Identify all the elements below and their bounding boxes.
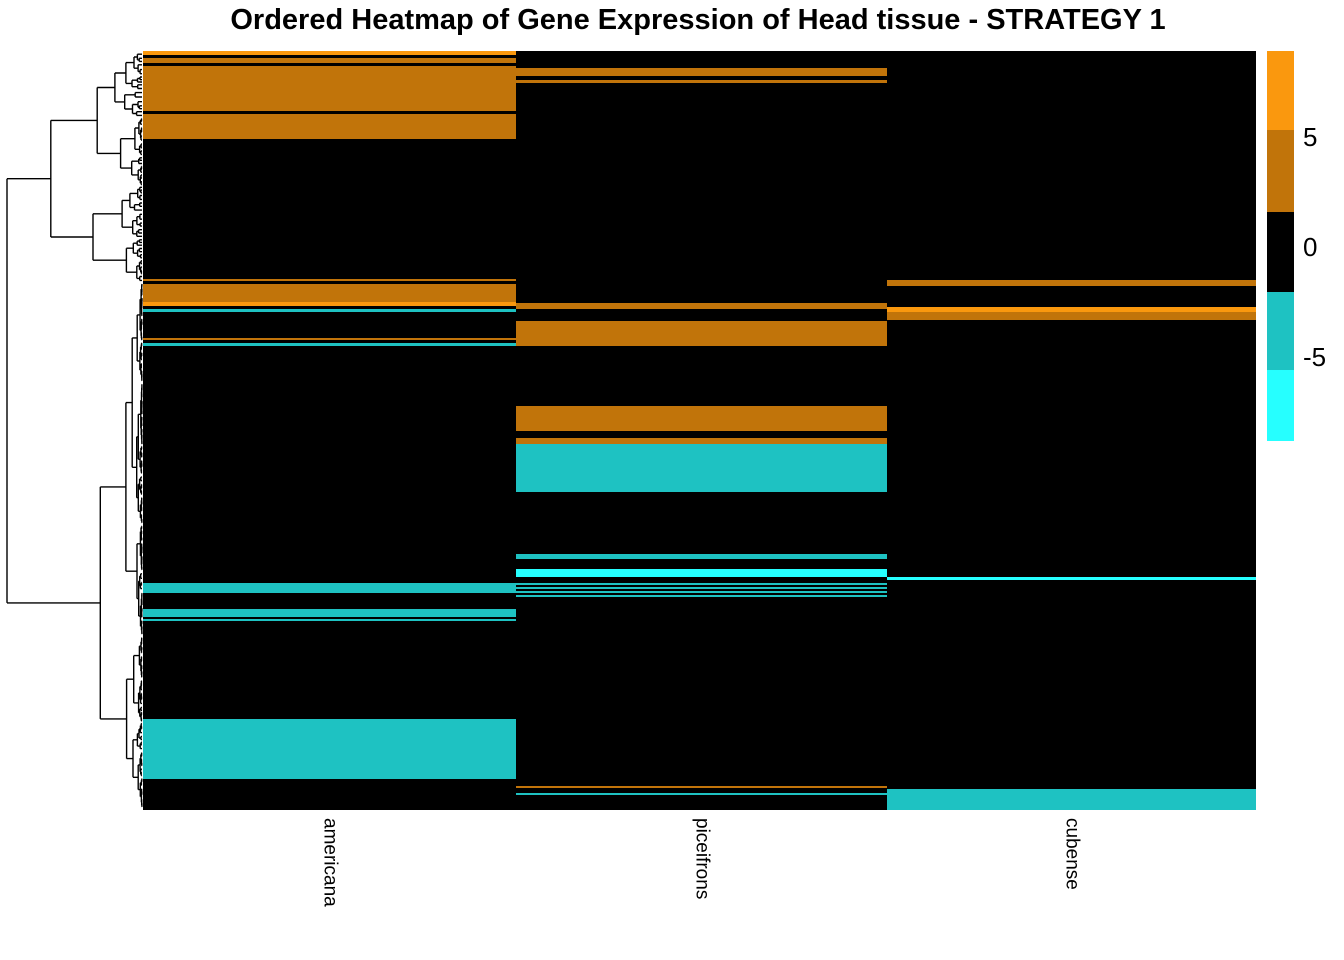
heatmap-band — [143, 284, 516, 302]
dendrogram-lines — [6, 53, 143, 808]
chart-title: Ordered Heatmap of Gene Expression of He… — [230, 4, 1166, 36]
heatmap-band — [887, 312, 1256, 320]
heatmap-band — [516, 569, 887, 577]
heatmap-band — [143, 343, 516, 346]
heatmap-band — [516, 321, 887, 346]
heatmap-band — [516, 786, 887, 788]
heatmap-band — [143, 338, 516, 340]
heatmap-band — [887, 280, 1256, 286]
heatmap-band — [143, 302, 516, 306]
heatmap — [143, 51, 1256, 810]
heatmap-band — [516, 591, 887, 593]
colorbar-block-positive — [1267, 130, 1294, 212]
heatmap-band — [143, 583, 516, 593]
x-axis-label-piceifrons: piceifrons — [691, 818, 713, 900]
heatmap-band — [516, 68, 887, 76]
colorbar-block-positive_high — [1267, 51, 1294, 130]
colorbar-tick-label: 0 — [1303, 232, 1318, 262]
heatmap-band — [516, 80, 887, 83]
heatmap-band — [516, 793, 887, 795]
heatmap-band — [887, 789, 1256, 810]
heatmap-band — [143, 619, 516, 621]
heatmap-band — [516, 587, 887, 589]
heatmap-column-piceifrons — [516, 51, 887, 810]
heatmap-band — [143, 51, 516, 55]
heatmap-band — [143, 609, 516, 617]
x-axis-label-americana: americana — [319, 818, 341, 907]
heatmap-column-cubense — [887, 51, 1256, 810]
heatmap-band — [143, 58, 516, 63]
colorbar-block-negative — [1267, 292, 1294, 370]
heatmap-band — [516, 406, 887, 431]
heatmap-band — [516, 554, 887, 559]
heatmap-band — [143, 114, 516, 139]
heatmap-band — [887, 577, 1256, 580]
heatmap-band — [516, 303, 887, 309]
colorbar — [1267, 51, 1294, 441]
x-axis-label-cubense: cubense — [1061, 818, 1083, 890]
heatmap-band — [516, 583, 887, 585]
heatmap-band — [887, 307, 1256, 312]
heatmap-band — [143, 66, 516, 111]
heatmap-band — [143, 279, 516, 281]
colorbar-block-negative_high — [1267, 370, 1294, 441]
heatmap-band — [143, 719, 516, 779]
heatmap-band — [516, 444, 887, 492]
colorbar-tick-label: 5 — [1303, 122, 1318, 152]
colorbar-tick-label: -5 — [1303, 342, 1327, 372]
heatmap-band — [516, 438, 887, 444]
heatmap-column-americana — [143, 51, 516, 810]
heatmap-band — [516, 595, 887, 597]
heatmap-band — [143, 309, 516, 312]
colorbar-block-zero — [1267, 212, 1294, 292]
